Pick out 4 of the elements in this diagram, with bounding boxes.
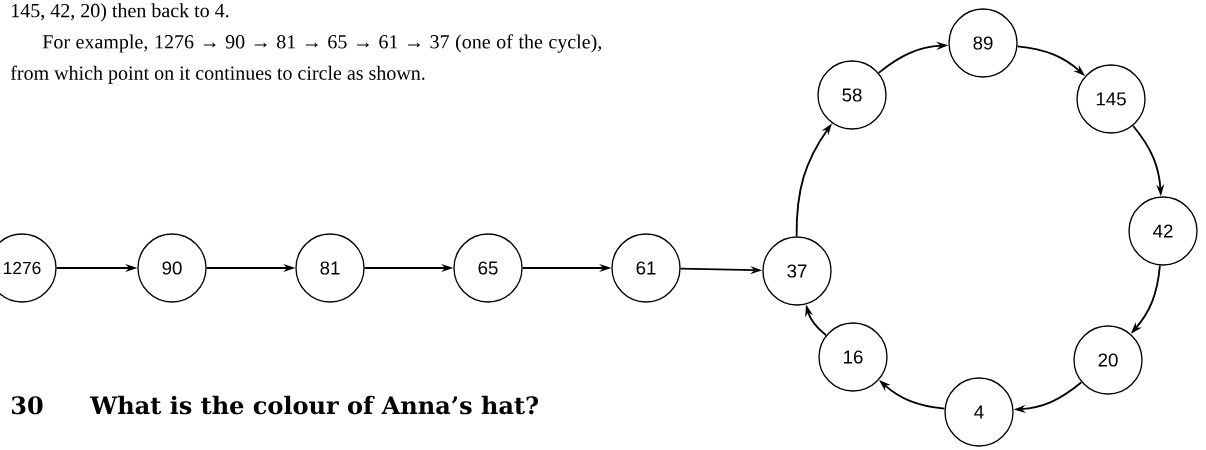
heading: What is the colour of Anna’s hat? [90, 395, 539, 415]
section-number: 30 [11, 396, 43, 415]
paragraph: For example, 1276 → 90 → 81 → 65 → 61 → 37 (one of the cycle), from which point on it continues to circle as shown. [10, 34, 602, 84]
text-line: 145, 42, 20) then back to 4. [12, 3, 229, 22]
